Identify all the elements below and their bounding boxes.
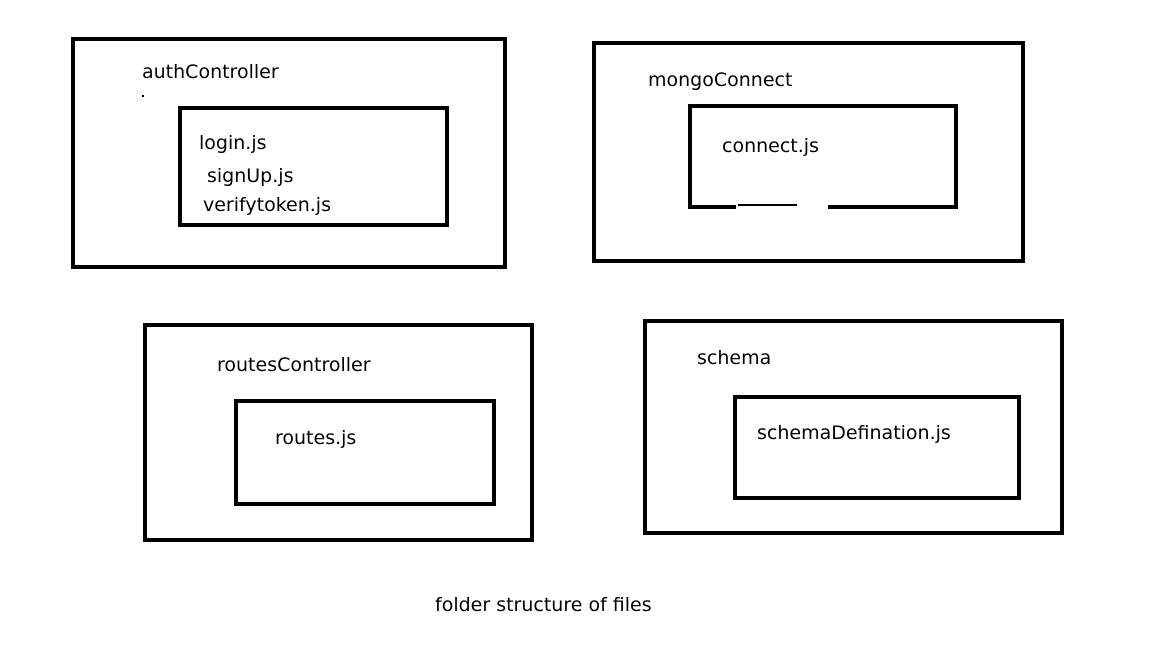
folder-box-schema (643, 319, 1064, 535)
file-routes-js: routes.js (275, 427, 357, 449)
folder-box-routesController (143, 323, 534, 542)
file-box-authController (178, 106, 449, 227)
folder-label-mongoConnect: mongoConnect (648, 69, 793, 91)
file-schemaDefination-js: schemaDefination.js (757, 422, 951, 444)
file-signUp-js: signUp.js (207, 165, 294, 187)
file-box-bottom-gap (736, 205, 828, 209)
diagram-caption: folder structure of files (435, 594, 652, 616)
folder-label-authController: authController (142, 61, 279, 83)
file-box-schema (733, 395, 1021, 500)
file-box-routesController (234, 399, 496, 506)
folder-box-mongoConnect (592, 41, 1025, 263)
file-verifytoken-js: verifytoken.js (203, 194, 331, 216)
folder-box-authController (71, 37, 507, 269)
folder-label-schema: schema (697, 347, 772, 369)
file-box-bottom-segment (738, 204, 797, 206)
file-login-js: login.js (199, 132, 267, 154)
stray-mark (142, 95, 144, 97)
file-connect-js: connect.js (722, 135, 819, 157)
folder-label-routesController: routesController (217, 354, 371, 376)
